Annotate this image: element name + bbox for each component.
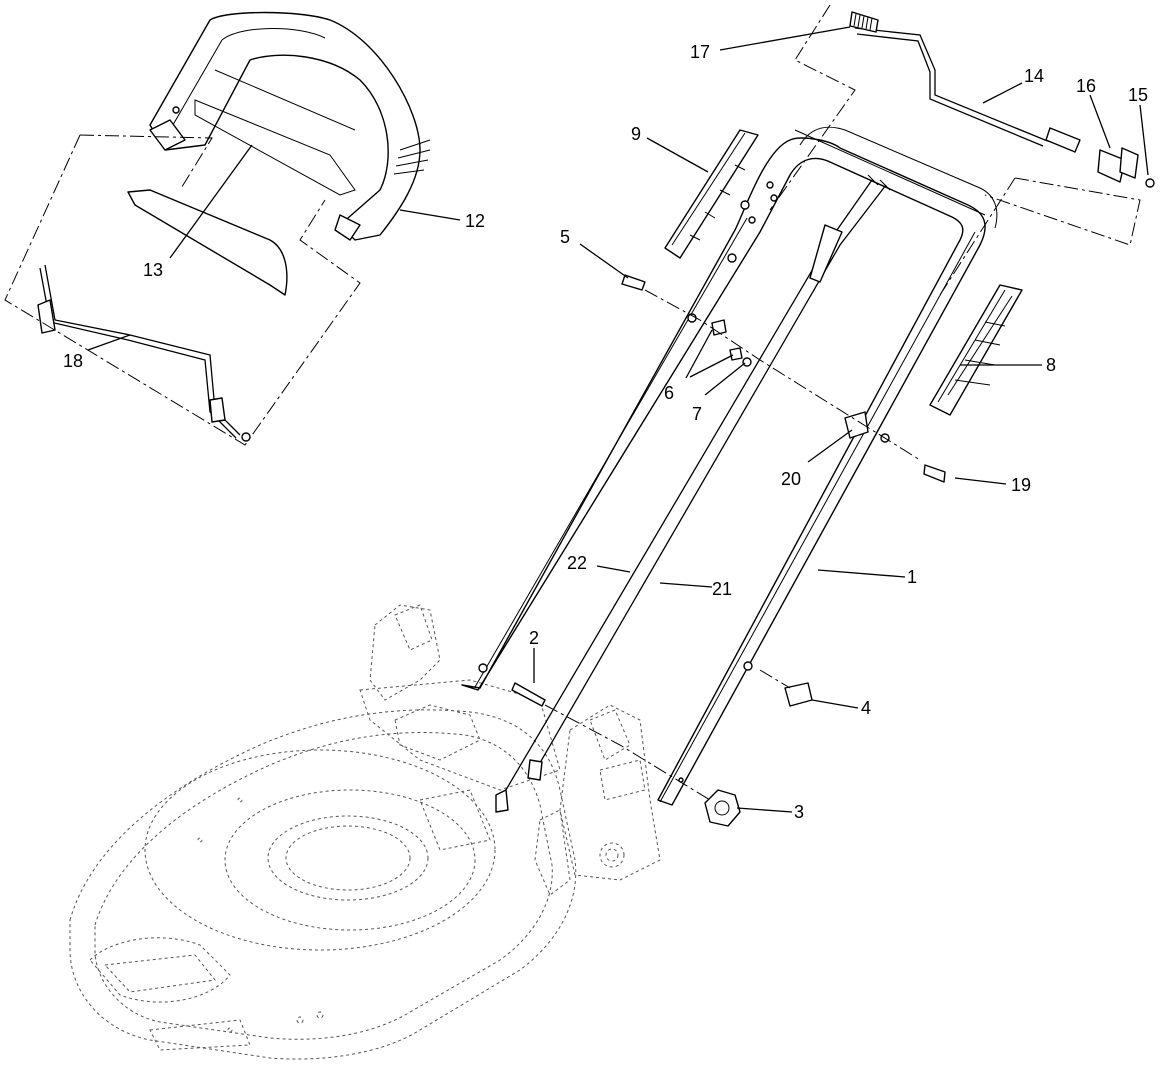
assembly-lines [4,4,1141,801]
callout-15: 15 [1128,85,1148,105]
part-4-insert [784,682,813,707]
part-19-screw [923,464,946,483]
callout-20: 20 [781,469,801,489]
callout-18: 18 [63,351,83,371]
callouts: 1 2 3 4 5 6 7 8 9 12 13 14 15 16 17 18 1… [63,42,1148,822]
callout-17: 17 [690,42,710,62]
callout-12: 12 [465,211,485,231]
callout-4: 4 [861,698,871,718]
callout-16: 16 [1076,76,1096,96]
callout-6: 6 [664,383,674,403]
callout-8: 8 [1046,355,1056,375]
grip-bar [127,189,288,296]
handle-bail [37,264,251,442]
callout-13: 13 [143,260,163,280]
callout-21: 21 [712,579,732,599]
callout-14: 14 [1024,66,1044,86]
callout-19: 19 [1011,475,1031,495]
mower-deck-outline [69,604,661,1060]
callout-9: 9 [631,124,641,144]
callout-5: 5 [560,227,570,247]
upper-handle [149,11,431,241]
part-6-nut-upper [711,319,727,336]
cables [495,174,891,813]
small-hardware [511,274,946,827]
part-2-bolt [511,682,546,707]
cable-guide-right [929,284,1023,416]
callout-1: 1 [907,567,917,587]
lower-handle [461,126,998,806]
part-3-knob [704,789,741,827]
callout-2: 2 [529,628,539,648]
bail-rod-assembly [849,11,1155,188]
callout-22: 22 [567,553,587,573]
part-6-nut-lower [729,347,743,361]
callout-3: 3 [794,802,804,822]
leader-lines [87,26,1149,813]
part-7-washer [742,357,752,367]
callout-7: 7 [692,404,702,424]
part-5-clip [621,274,646,291]
cable-guide-left [664,129,759,259]
